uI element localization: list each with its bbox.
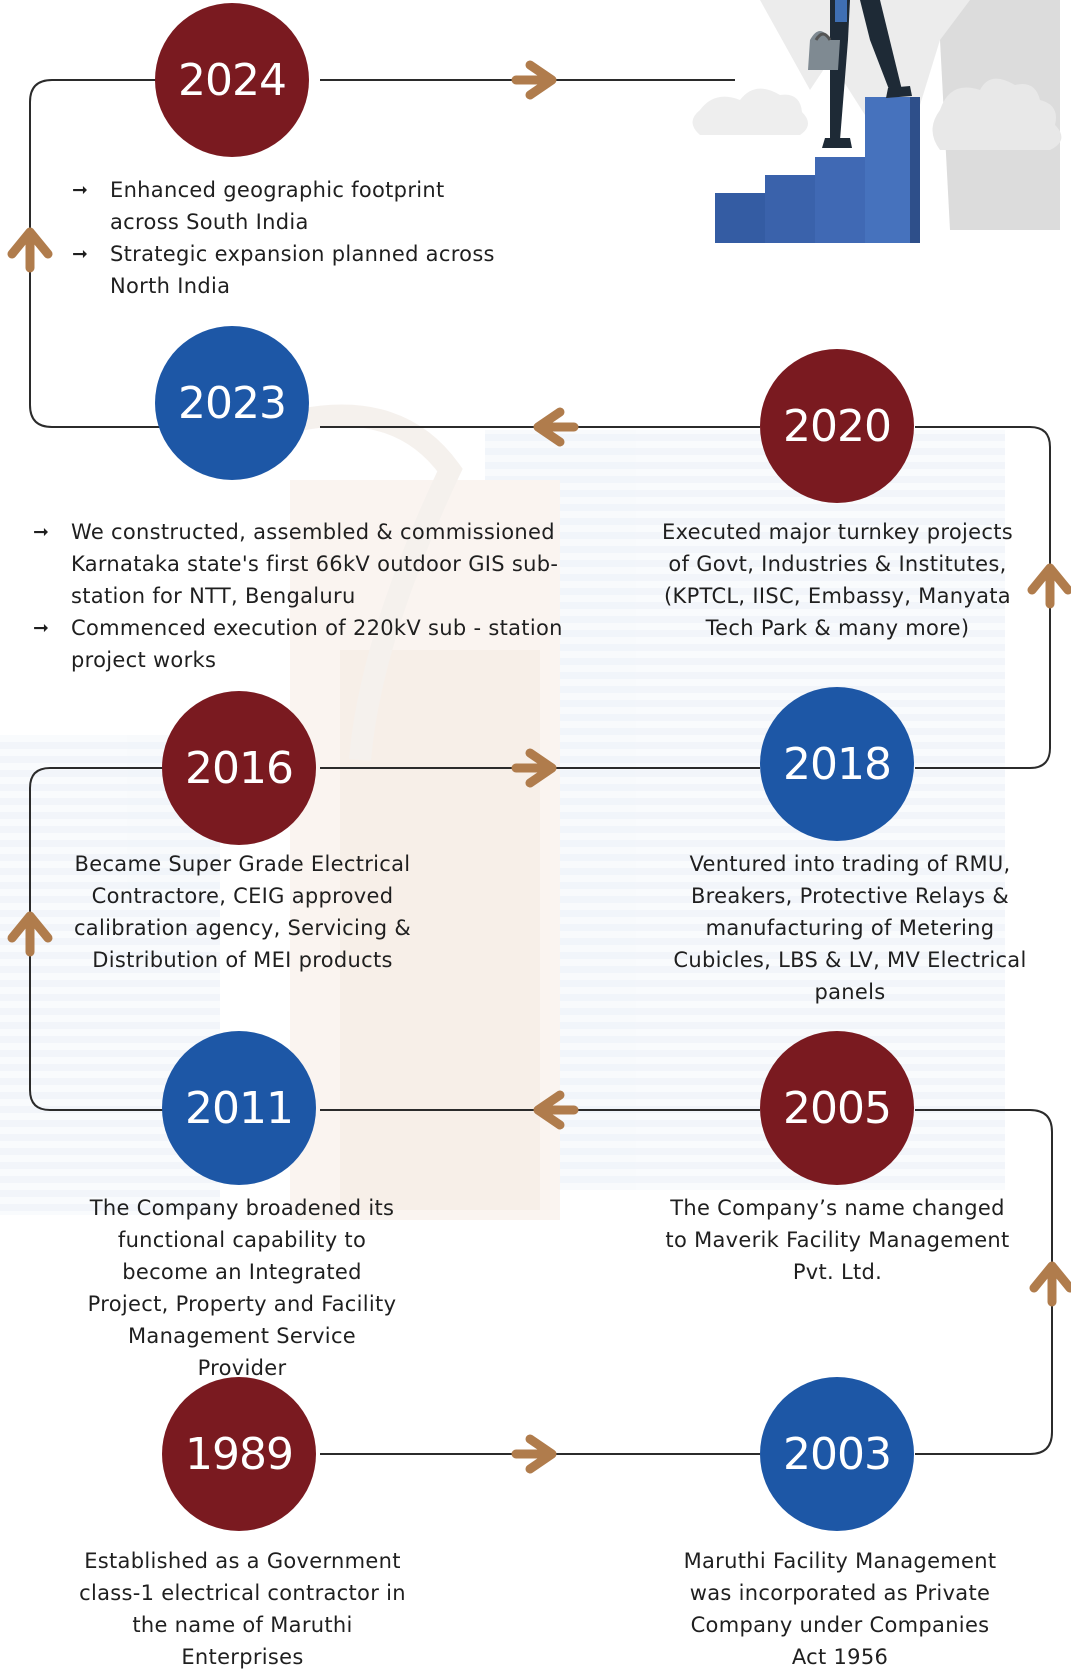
milestone-2011-description: The Company broadened its functional cap… [87, 1196, 397, 1380]
milestone-2020-description: Executed major turnkey projects of Govt,… [662, 520, 1013, 640]
year-node-2018: 2018 [760, 687, 914, 841]
milestone-1989-description: Established as a Government class-1 elec… [79, 1549, 406, 1669]
year-node-2011: 2011 [162, 1031, 316, 1185]
list-item: ➞ Commenced execution of 220kV sub - stat… [33, 612, 563, 676]
year-node-2020: 2020 [760, 349, 914, 503]
flow-arrow-icon [511, 748, 557, 788]
flow-arrow-icon [511, 1434, 557, 1474]
flow-arrow-icon [511, 60, 557, 100]
year-node-2024: 2024 [155, 3, 309, 157]
flow-arrow-icon [1029, 1261, 1071, 1307]
milestone-2023-bullet-1: We constructed, assembled & commissioned… [71, 520, 559, 608]
flow-arrow-icon [533, 407, 579, 447]
flow-arrow-icon [7, 227, 53, 273]
milestone-2003-description: Maruthi Facility Management was incorpor… [683, 1549, 997, 1669]
bullet-arrow-icon: ➞ [72, 179, 89, 201]
year-node-2003: 2003 [760, 1377, 914, 1531]
year-node-2016: 2016 [162, 691, 316, 845]
milestone-2018-description: Ventured into trading of RMU, Breakers, … [673, 852, 1027, 1004]
milestone-2016-description: Became Super Grade Electrical Contractor… [73, 852, 412, 972]
year-node-2005: 2005 [760, 1031, 914, 1185]
bullet-arrow-icon: ➞ [33, 521, 50, 543]
milestone-2024-bullet-1: Enhanced geographic footprint across Sou… [110, 178, 445, 234]
list-item: ➞ We constructed, assembled & commissione… [33, 516, 563, 612]
bullet-arrow-icon: ➞ [33, 617, 50, 639]
milestone-2024-bullet-2: Strategic expansion planned across North… [110, 242, 495, 298]
bullet-arrow-icon: ➞ [72, 243, 89, 265]
flow-arrow-icon [7, 911, 53, 957]
list-item: ➞ Enhanced geographic footprint across So… [72, 174, 512, 238]
businesswoman-climbing-stairs-illustration [692, 0, 1062, 243]
milestone-2024-bullets: ➞ Enhanced geographic footprint across So… [72, 174, 512, 302]
year-node-2023: 2023 [155, 326, 309, 480]
milestone-2005-description: The Company’s name changed to Maverik Fa… [665, 1196, 1010, 1284]
milestone-2023-bullets: ➞ We constructed, assembled & commissione… [33, 516, 563, 676]
list-item: ➞ Strategic expansion planned across Nort… [72, 238, 512, 302]
flow-arrow-icon [1027, 563, 1071, 609]
flow-arrow-icon [533, 1090, 579, 1130]
year-node-1989: 1989 [162, 1377, 316, 1531]
milestone-2023-bullet-2: Commenced execution of 220kV sub - stati… [71, 616, 563, 672]
